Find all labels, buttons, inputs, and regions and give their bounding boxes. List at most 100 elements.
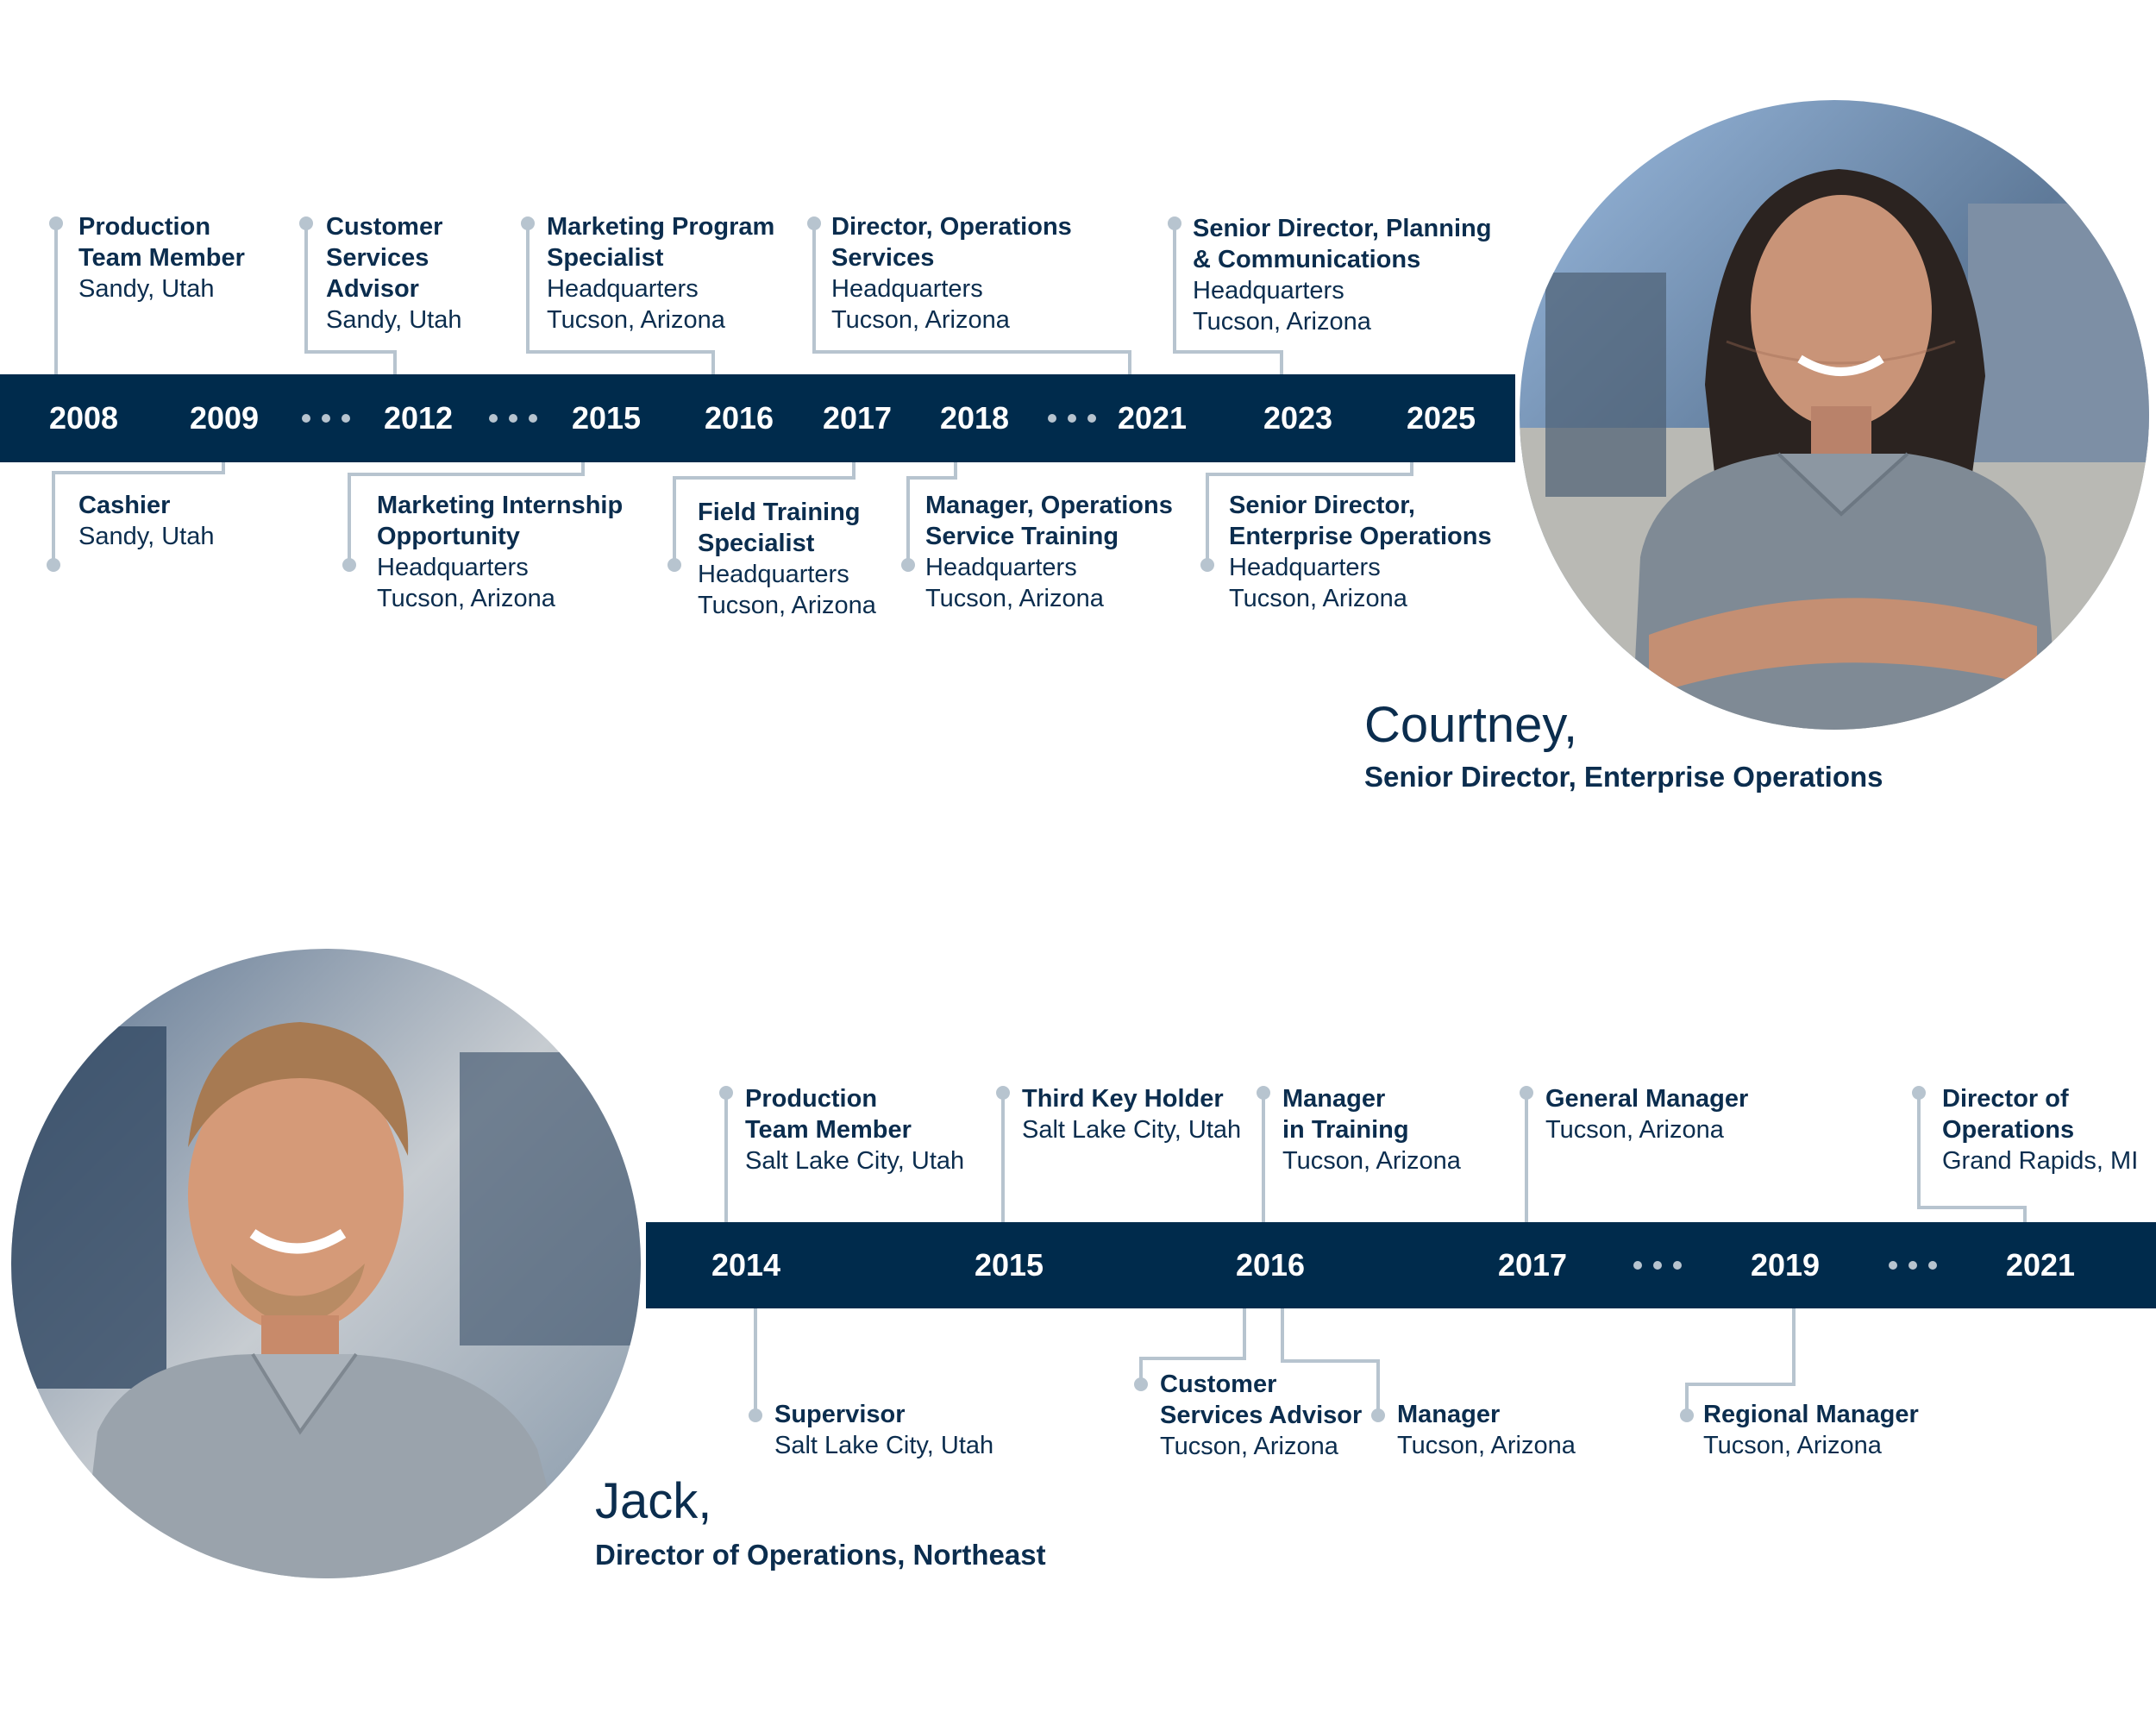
courtney-event-dot (807, 216, 821, 230)
milestone-title-line: Operations (1942, 1116, 2075, 1144)
milestone-title-line: Service Training (925, 523, 1119, 550)
timeline-gap-ellipsis (1633, 1261, 1682, 1270)
milestone-location-line: Tucson, Arizona (377, 585, 555, 612)
milestone-title-line: Specialist (698, 530, 815, 557)
milestone-location: Salt Lake City, Utah (745, 1145, 964, 1176)
milestone-title-line: Third Key Holder (1022, 1085, 1224, 1113)
milestone-title-line: Manager, Operations (925, 492, 1173, 519)
milestone-location-line: Headquarters (547, 275, 699, 303)
milestone-location-line: Headquarters (925, 554, 1077, 581)
milestone-title-line: Team Member (78, 244, 245, 272)
jack-event-dot (749, 1408, 762, 1422)
courtney-year-label: 2008 (48, 400, 119, 436)
milestone-location-line: Tucson, Arizona (1282, 1147, 1461, 1175)
courtney-year-label: 2021 (1117, 400, 1188, 436)
courtney-year-label: 2012 (383, 400, 454, 436)
milestone-location-line: Tucson, Arizona (925, 585, 1104, 612)
milestone-location-line: Grand Rapids, MI (1942, 1147, 2139, 1175)
milestone-location-line: Headquarters (377, 554, 529, 581)
milestone-location-line: Headquarters (698, 561, 849, 588)
milestone-location-line: Tucson, Arizona (1703, 1432, 1882, 1459)
milestone-title-line: Services Advisor (1160, 1402, 1363, 1429)
milestone-location: Sandy, Utah (78, 521, 214, 552)
timeline-gap-ellipsis (1048, 414, 1096, 423)
milestone-title-line: in Training (1282, 1116, 1409, 1144)
courtney-year-label: 2009 (189, 400, 260, 436)
jack-role: Director of Operations, Northeast (595, 1539, 1046, 1571)
milestone-location: Tucson, Arizona (1397, 1430, 1576, 1461)
milestone-title-line: Senior Director, Planning (1193, 215, 1492, 242)
jack-year-label: 2016 (1235, 1247, 1306, 1283)
milestone-title-line: Enterprise Operations (1229, 523, 1492, 550)
jack-connector-line (1685, 1294, 1796, 1415)
milestone-title-line: Team Member (745, 1116, 912, 1144)
courtney-connector-line (673, 448, 856, 565)
courtney-photo (1520, 100, 2149, 730)
milestone-title: Regional Manager (1703, 1399, 1919, 1430)
milestone-title-line: Marketing Program (547, 213, 775, 241)
milestone-location: Tucson, Arizona (1545, 1114, 1748, 1145)
timeline-gap-ellipsis (302, 414, 350, 423)
jack-year-label: 2019 (1750, 1247, 1821, 1283)
courtney-event-dot (299, 216, 313, 230)
jack-event-dot (1371, 1408, 1385, 1422)
milestone-location-line: Headquarters (831, 275, 983, 303)
courtney-year-label: 2023 (1263, 400, 1333, 436)
milestone-location-line: Sandy, Utah (78, 275, 215, 303)
milestone-title-line: Director, Operations (831, 213, 1072, 241)
courtney-year-label: 2025 (1406, 400, 1476, 436)
courtney-year-label: 2017 (822, 400, 893, 436)
milestone-title: Senior Director, Planning& Communication… (1193, 213, 1491, 275)
milestone-title-line: Advisor (326, 275, 419, 303)
milestone-title: Supervisor (774, 1399, 993, 1430)
jack-year-label: 2021 (2005, 1247, 2076, 1283)
jack-name: Jack, (595, 1473, 712, 1529)
milestone-location-line: Sandy, Utah (326, 306, 462, 334)
person-photo-icon (11, 949, 641, 1578)
courtney-milestone: Senior Director, Planning& Communication… (1193, 213, 1491, 337)
courtney-year-label: 2015 (571, 400, 642, 436)
milestone-title-line: Services (831, 244, 935, 272)
jack-event-dot (1134, 1377, 1148, 1391)
courtney-timeline-bar (0, 374, 1515, 462)
milestone-title-line: Production (745, 1085, 878, 1113)
courtney-event-dot (342, 558, 356, 572)
courtney-event-dot (901, 558, 915, 572)
milestone-title: Cashier (78, 490, 214, 521)
courtney-connector-line (526, 223, 715, 389)
courtney-event-dot (521, 216, 535, 230)
milestone-location-line: Salt Lake City, Utah (745, 1147, 965, 1175)
milestone-location-line: Tucson, Arizona (698, 592, 876, 619)
milestone-location-line: Tucson, Arizona (1160, 1433, 1338, 1460)
milestone-location-line: Tucson, Arizona (1545, 1116, 1724, 1144)
courtney-connector-line (304, 223, 397, 389)
courtney-event-dot (49, 216, 63, 230)
courtney-event-dot (1200, 558, 1214, 572)
milestone-location-line: Sandy, Utah (78, 523, 215, 550)
milestone-location: Sandy, Utah (78, 273, 245, 304)
milestone-location-line: Tucson, Arizona (547, 306, 725, 334)
milestone-title-line: Field Training (698, 499, 861, 526)
jack-event-dot (719, 1086, 733, 1100)
